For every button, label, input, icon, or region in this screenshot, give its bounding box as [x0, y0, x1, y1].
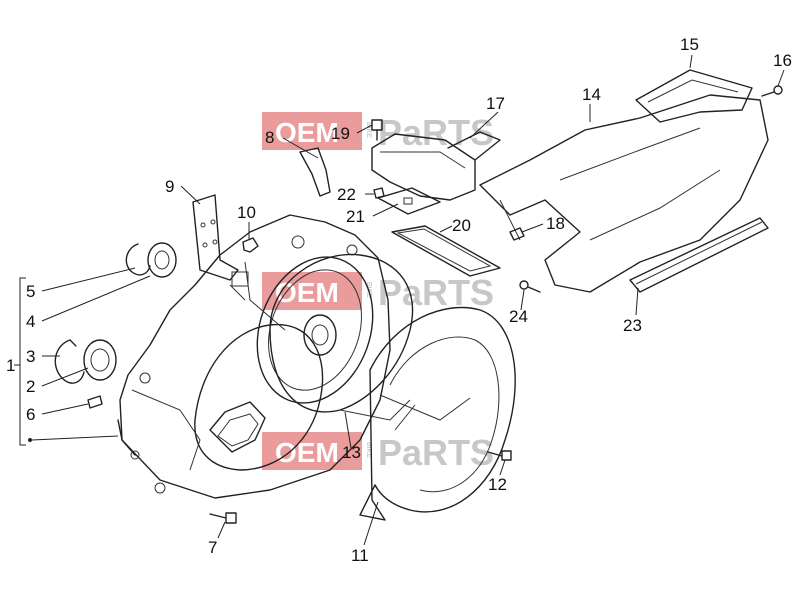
circlip-lower	[54, 339, 85, 384]
watermark-bottom: OEM BIKE PaRTS	[262, 432, 494, 473]
callout-20: 20	[452, 216, 471, 235]
circlip-upper	[125, 243, 151, 276]
watermark-top: OEM BIKE PaRTS	[262, 112, 494, 153]
callout-16: 16	[773, 51, 792, 70]
callout-11: 11	[351, 546, 369, 565]
watermark-suffix: PaRTS	[378, 272, 494, 313]
callout-9: 9	[165, 177, 174, 196]
callout-24: 24	[509, 307, 528, 326]
screw-12	[487, 450, 512, 461]
watermark-tag: BIKE	[365, 442, 372, 458]
leader-lines	[14, 54, 785, 546]
callout-8: 8	[265, 128, 274, 147]
filter-element	[377, 187, 441, 215]
watermark-tag: BIKE	[365, 122, 372, 138]
screw-16	[761, 85, 783, 97]
callout-19: 19	[331, 124, 350, 143]
screw-24	[519, 280, 541, 293]
callout-12: 12	[488, 475, 507, 494]
callout-17: 17	[486, 94, 505, 113]
bearing-large	[83, 339, 117, 381]
watermark-middle: OEM BIKE PaRTS	[262, 272, 494, 313]
bracket-plate	[192, 194, 239, 281]
watermark-brand: OEM	[275, 117, 339, 148]
rail-strip	[629, 217, 769, 293]
callout-6: 6	[26, 405, 35, 424]
callout-5: 5	[26, 282, 35, 301]
callout-4: 4	[26, 312, 35, 331]
screw-18	[509, 227, 525, 241]
watermark-brand: OEM	[275, 437, 339, 468]
callout-18: 18	[546, 214, 565, 233]
filter-box	[371, 131, 501, 201]
callout-3: 3	[26, 347, 35, 366]
dowel-pin	[87, 395, 103, 409]
callout-13: 13	[342, 443, 361, 462]
callout-21: 21	[346, 207, 365, 226]
callout-labels: 1 2 3 4 5 6 7 8 9 10 11 12 13 14 15 16 1…	[6, 35, 792, 565]
callout-22: 22	[337, 185, 356, 204]
callout-15: 15	[680, 35, 699, 54]
watermark-suffix: PaRTS	[378, 432, 494, 473]
callout-7: 7	[208, 538, 217, 557]
callout-10: 10	[237, 203, 256, 222]
outer-cover	[359, 306, 516, 521]
callout-1-dot	[28, 438, 32, 442]
intake-duct	[479, 94, 769, 293]
watermark-brand: OEM	[275, 277, 339, 308]
grommet	[373, 187, 385, 199]
bearing-small	[147, 242, 177, 278]
clip-bracket	[299, 147, 331, 197]
filter-gasket	[391, 225, 501, 277]
nut	[242, 237, 259, 253]
callout-23: 23	[623, 316, 642, 335]
duct-cap	[635, 69, 753, 123]
callout-2: 2	[26, 377, 35, 396]
bolt-lower	[209, 512, 237, 524]
callout-1: 1	[6, 356, 15, 375]
belt	[269, 253, 414, 421]
watermark-suffix: PaRTS	[378, 112, 494, 153]
callout-14: 14	[582, 85, 601, 104]
transmission-cover	[117, 214, 391, 499]
